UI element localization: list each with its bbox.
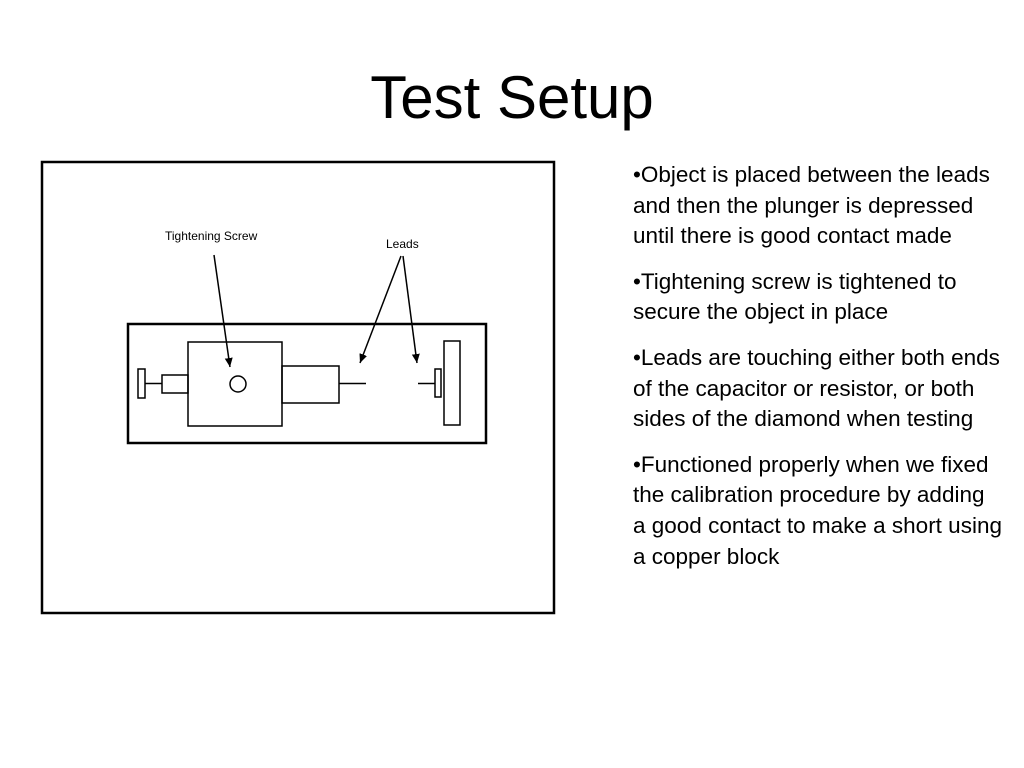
screw-handle-cap <box>137 368 146 399</box>
base-plate <box>126 322 488 445</box>
bullet-list: •Object is placed between the leads and … <box>633 160 1003 587</box>
main-block <box>187 341 283 427</box>
test-setup-diagram: Tightening Screw Leads <box>40 160 556 615</box>
bullet-item: •Leads are touching either both ends of … <box>633 344 1000 432</box>
arrow-leads-left <box>359 255 402 364</box>
tightening-screw-hole <box>229 375 247 393</box>
bullet-item: •Object is placed between the leads and … <box>633 162 990 249</box>
arrow-tightening-screw <box>213 254 233 368</box>
label-tightening-screw: Tightening Screw <box>165 229 258 243</box>
right-end-plate <box>443 340 461 426</box>
screw-collar <box>161 374 189 394</box>
bullet-item: •Tightening screw is tightened to secure… <box>633 268 957 325</box>
plunger <box>281 365 340 404</box>
right-lead-mount <box>434 368 442 398</box>
bullet-item: •Functioned properly when we fixed the c… <box>633 451 1002 569</box>
label-leads: Leads <box>386 237 419 251</box>
arrow-leads-right <box>402 255 420 364</box>
slide-title: Test Setup <box>370 64 654 131</box>
diagram-outer-frame <box>40 160 556 615</box>
